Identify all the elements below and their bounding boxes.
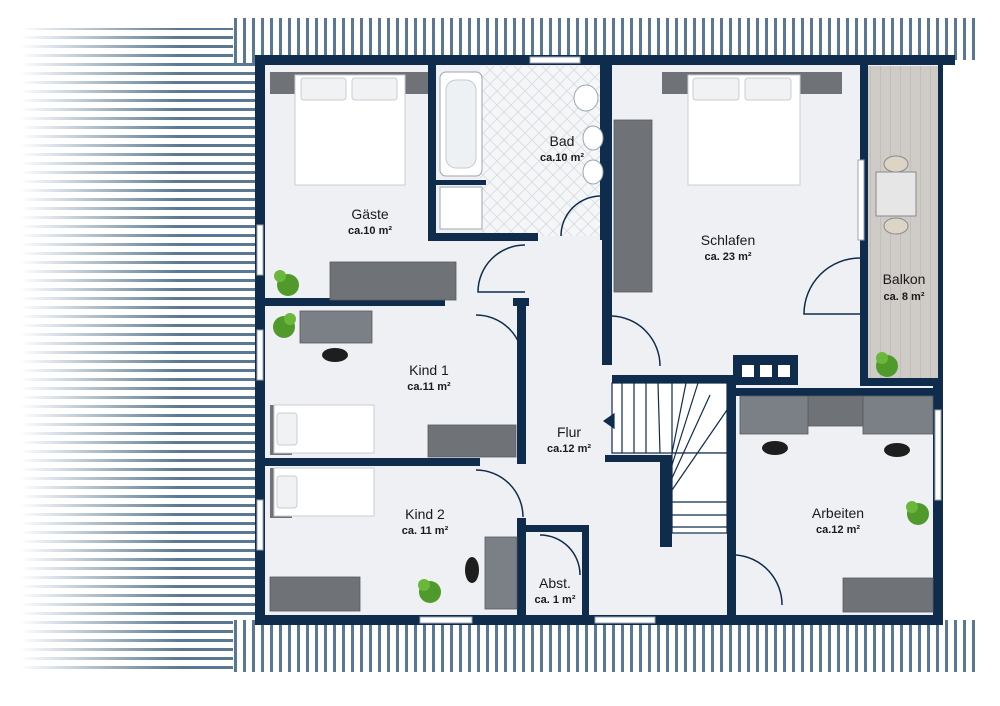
chairs <box>322 348 910 583</box>
balcony-furniture <box>875 155 917 235</box>
room-area-arbeiten: ca.12 m² <box>816 524 860 536</box>
room-area-balkon: ca. 8 m² <box>884 291 925 303</box>
doors <box>475 195 861 606</box>
room-area-schlafen: ca. 23 m² <box>704 251 751 263</box>
staircase <box>602 382 728 534</box>
room-name-balkon: Balkon <box>883 271 926 287</box>
plants <box>273 270 929 603</box>
room-name-kind1: Kind 1 <box>409 362 449 378</box>
room-area-gaeste: ca.10 m² <box>348 225 392 237</box>
bed-gaeste <box>270 72 428 186</box>
room-name-bad: Bad <box>550 133 575 149</box>
vent-squares <box>742 365 790 377</box>
room-name-schlafen: Schlafen <box>701 232 755 248</box>
bed-kind1 <box>270 404 375 455</box>
room-area-flur: ca.12 m² <box>547 443 591 455</box>
desks <box>299 310 934 610</box>
windows <box>256 56 942 624</box>
bed-kind2 <box>270 467 375 518</box>
room-area-kind2: ca. 11 m² <box>402 525 449 537</box>
stamp-text: VP VON POLL <box>259 580 264 612</box>
room-name-abst: Abst. <box>539 575 571 591</box>
room-area-bad: ca.10 m² <box>540 152 584 164</box>
room-name-arbeiten: Arbeiten <box>812 505 864 521</box>
room-name-flur: Flur <box>557 424 581 440</box>
room-area-kind1: ca.11 m² <box>407 381 451 393</box>
bed-schlafen <box>662 72 842 186</box>
room-name-gaeste: Gäste <box>351 206 389 222</box>
roof-hatching <box>20 18 981 673</box>
agency-stamp: VP VON POLL <box>255 565 265 615</box>
room-name-kind2: Kind 2 <box>405 506 445 522</box>
room-labels: Gäste ca.10 m² Bad ca.10 m² Schlafen ca.… <box>348 133 925 606</box>
bathroom-fixtures <box>439 71 604 230</box>
room-area-abst: ca. 1 m² <box>535 594 576 606</box>
furniture-cabinets <box>269 119 934 613</box>
